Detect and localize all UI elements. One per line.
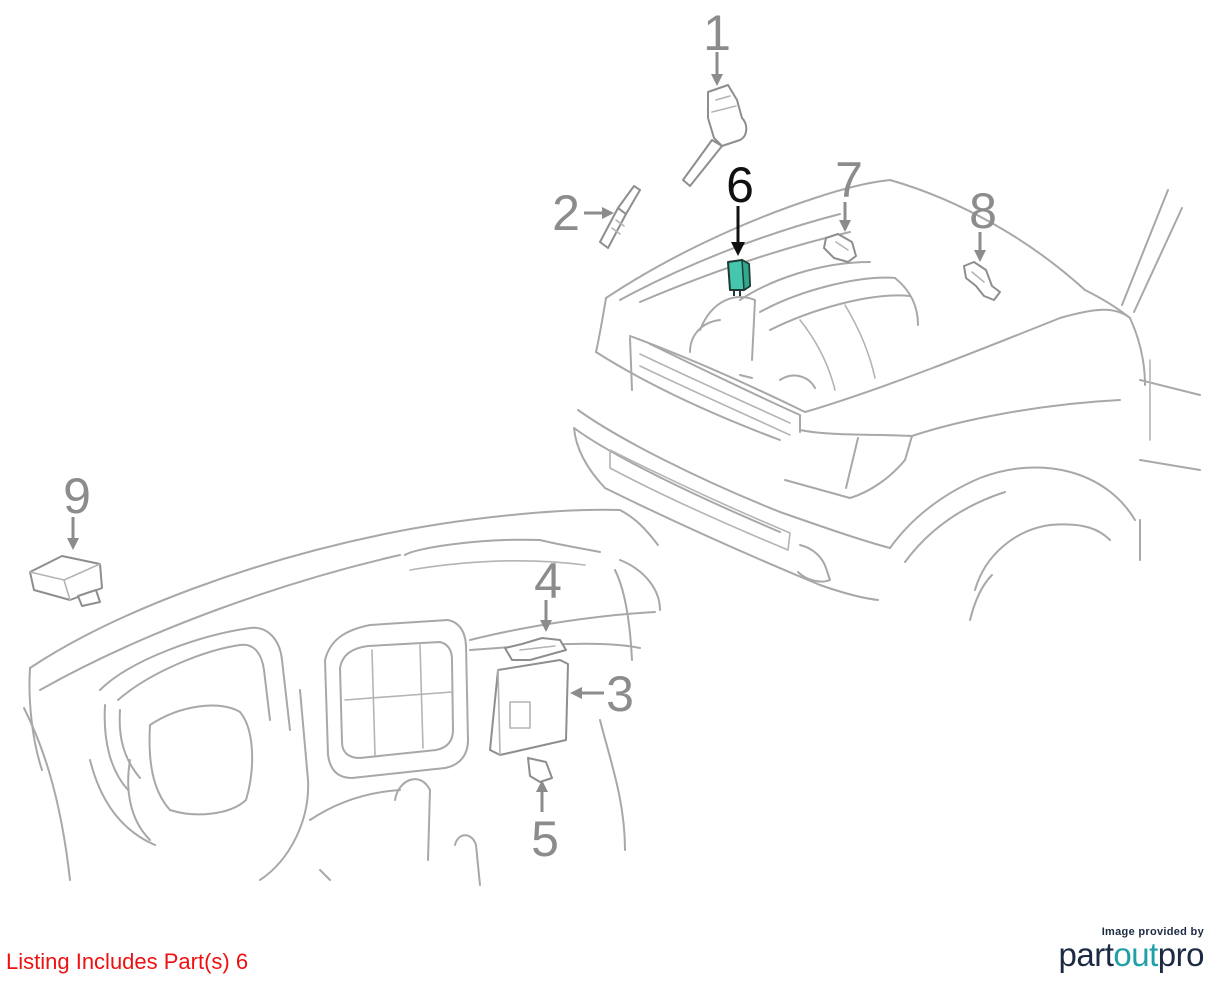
logo-out: out: [1113, 936, 1158, 973]
part-1-ignition-coil: [682, 84, 748, 187]
part-3-ecu: [489, 659, 569, 756]
partoutpro-branding[interactable]: Image provided by partoutpro: [1040, 926, 1212, 974]
part-5-clip: [527, 757, 553, 783]
callout-3: 3: [606, 666, 634, 722]
callout-5: 5: [531, 811, 559, 867]
dashboard: [23, 508, 661, 886]
logo-pro: pro: [1157, 936, 1205, 973]
callout-2: 2: [552, 185, 580, 241]
callout-1: 1: [703, 5, 731, 61]
callout-arrows: [67, 52, 986, 812]
callout-4: 4: [534, 553, 562, 609]
part-4-bracket: [504, 637, 567, 661]
callout-6: 6: [726, 157, 754, 213]
listing-parts-text: Listing Includes Part(s) 6: [6, 949, 249, 974]
part-9-module: [29, 555, 103, 607]
part-8-sensor: [963, 261, 1001, 301]
callout-7: 7: [835, 152, 863, 208]
part-6-relay: [727, 258, 751, 296]
part-7-sensor: [823, 233, 857, 263]
partoutpro-logo[interactable]: partoutpro: [1058, 936, 1205, 974]
vehicle-front: [573, 179, 1201, 621]
part-2-spark-plug: [599, 185, 641, 249]
image-provided-by-text: Image provided by: [1101, 926, 1204, 938]
callout-9: 9: [63, 468, 91, 524]
callout-8: 8: [969, 183, 997, 239]
callout-labels: 1 2 3 4 5 6 7 8 9: [63, 5, 997, 867]
logo-part: part: [1058, 936, 1114, 973]
